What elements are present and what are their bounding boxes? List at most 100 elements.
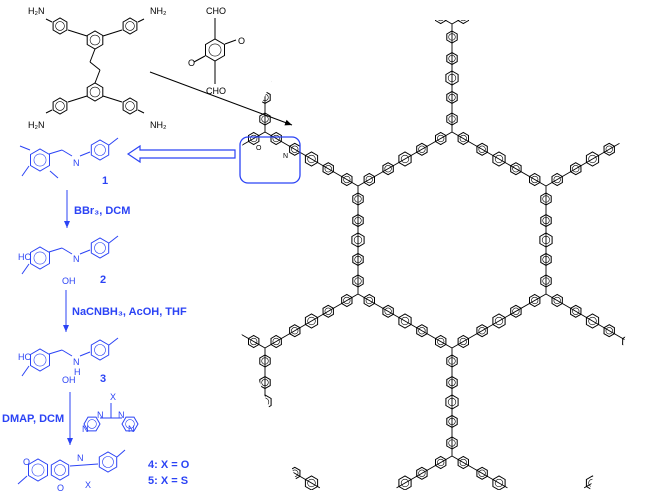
- benzene-ring: [446, 354, 458, 368]
- aromatic-circle: [459, 20, 467, 22]
- aromatic-circle: [448, 54, 456, 63]
- aromatic-circle: [343, 296, 351, 305]
- atom-label: O: [57, 483, 64, 493]
- aromatic-circle: [553, 175, 561, 184]
- benzene-ring: [341, 172, 353, 187]
- bond: [49, 170, 59, 179]
- benzene-ring: [322, 304, 334, 318]
- aromatic-circle: [307, 316, 316, 326]
- aromatic-circle: [448, 115, 456, 123]
- benzene-ring: [540, 192, 552, 206]
- benzene-ring: [352, 274, 364, 288]
- aromatic-circle: [291, 145, 299, 153]
- bond: [102, 29, 123, 37]
- aromatic-circle: [624, 20, 632, 22]
- bond: [48, 349, 63, 355]
- benzene-ring: [363, 293, 375, 308]
- compound-label-5: 5: X = S: [148, 475, 188, 487]
- aromatic-circle: [272, 337, 280, 346]
- bond: [108, 337, 119, 346]
- benzene-ring: [492, 475, 506, 490]
- benzene-ring: [492, 313, 506, 329]
- aromatic-circle: [448, 378, 456, 387]
- aromatic-circle: [634, 397, 644, 407]
- benzene-ring: [322, 162, 334, 176]
- bond: [17, 475, 28, 485]
- aromatic-circle: [400, 154, 410, 164]
- methoxy-label: O: [188, 58, 195, 68]
- benzene-ring: [90, 237, 110, 259]
- aromatic-circle: [437, 134, 445, 143]
- imine-atom-label: N: [283, 153, 288, 160]
- benzene-ring: [304, 151, 319, 167]
- benzene-ring: [28, 458, 48, 482]
- compound-number-2: 2: [100, 274, 106, 286]
- aromatic-circle: [354, 195, 362, 203]
- benzene-ring: [540, 274, 552, 288]
- bond: [240, 131, 266, 147]
- benzene-ring: [258, 394, 272, 410]
- bond: [583, 455, 640, 489]
- aromatic-circle: [261, 417, 269, 426]
- bond: [357, 131, 453, 187]
- aromatic-circle: [354, 277, 362, 285]
- atom-label: N: [82, 424, 89, 434]
- methoxy-label: O: [238, 36, 245, 46]
- benzene-ring: [122, 97, 138, 115]
- benzene-ring: [446, 436, 458, 450]
- atom-label: N: [73, 357, 80, 367]
- benzene-ring: [633, 112, 645, 126]
- benzene-ring: [435, 455, 447, 470]
- aromatic-circle: [448, 357, 456, 365]
- benzene-ring: [270, 334, 282, 349]
- bond: [638, 347, 641, 349]
- aromatic-circle: [459, 458, 467, 467]
- compound-number-1: 1: [102, 175, 108, 187]
- aromatic-circle: [418, 145, 426, 153]
- aromatic-circle: [448, 33, 456, 41]
- benzene-ring: [622, 455, 634, 470]
- amine-label: NH₂: [150, 120, 167, 130]
- benzene-ring: [86, 82, 104, 102]
- aromatic-circle: [33, 251, 47, 265]
- benzene-ring: [633, 376, 645, 390]
- aromatic-circle: [635, 417, 643, 426]
- benzene-ring: [259, 414, 271, 428]
- aromatic-circle: [494, 316, 504, 326]
- bond: [451, 20, 480, 25]
- benzene-ring: [83, 416, 101, 432]
- bond: [240, 333, 266, 349]
- benzene-ring: [633, 354, 645, 368]
- aldehyde-label: CHO: [206, 6, 226, 16]
- aromatic-circle: [447, 397, 457, 407]
- benzene-ring: [539, 232, 553, 248]
- aromatic-circle: [512, 165, 520, 173]
- benzene-ring: [570, 304, 582, 318]
- benzene-ring: [259, 112, 271, 126]
- benzene-ring: [510, 162, 522, 176]
- benzene-ring: [341, 293, 353, 308]
- bond: [638, 131, 641, 133]
- benzene-ring: [248, 334, 260, 349]
- aromatic-circle: [635, 54, 643, 63]
- aromatic-circle: [418, 469, 426, 477]
- bond: [264, 20, 293, 25]
- aromatic-circle: [94, 144, 106, 156]
- aromatic-circle: [572, 307, 580, 315]
- aromatic-circle: [55, 21, 65, 31]
- aromatic-circle: [635, 33, 643, 41]
- bond: [638, 23, 641, 25]
- aromatic-circle: [89, 86, 101, 98]
- benzene-ring: [289, 324, 301, 338]
- aromatic-circle: [588, 316, 597, 326]
- benzene-ring: [398, 313, 412, 329]
- aromatic-circle: [634, 73, 644, 83]
- bond: [48, 247, 63, 253]
- benzene-ring: [435, 20, 447, 25]
- reaction-arrow: [149, 71, 293, 126]
- bond: [79, 249, 91, 255]
- benzene-ring: [633, 30, 645, 44]
- bond: [48, 149, 63, 155]
- tetraamine-monomer: [45, 17, 145, 115]
